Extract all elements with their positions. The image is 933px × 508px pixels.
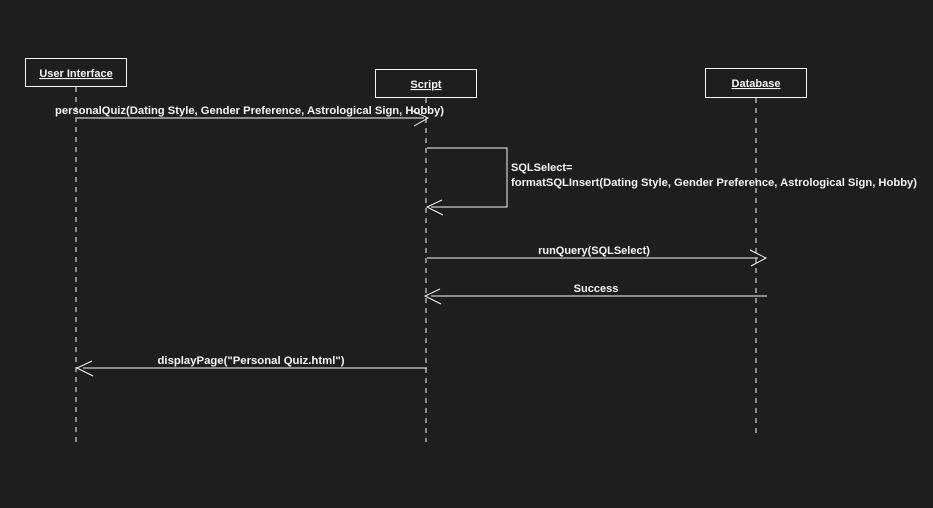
message-run-query: runQuery(SQLSelect) bbox=[427, 245, 768, 267]
message-success: Success bbox=[423, 283, 767, 305]
participant-box-database bbox=[705, 68, 807, 98]
participant-label-database: Database bbox=[732, 78, 781, 90]
arrowhead-left-icon bbox=[425, 199, 444, 216]
message-self-format-sql: SQLSelect= formatSQLInsert(Dating Style,… bbox=[425, 147, 917, 216]
message-display-page: displayPage("Personal Quiz.html") bbox=[75, 355, 427, 377]
participant-label-user-interface: User Interface bbox=[39, 68, 112, 80]
participant-box-script bbox=[375, 69, 477, 98]
participant-database: Database bbox=[705, 68, 807, 98]
message-label: personalQuiz(Dating Style, Gender Prefer… bbox=[55, 105, 444, 117]
message-label: Success bbox=[574, 283, 619, 295]
message-label: displayPage("Personal Quiz.html") bbox=[158, 355, 345, 367]
arrowhead-left-icon bbox=[423, 288, 442, 305]
participant-user-interface: User Interface bbox=[25, 58, 127, 87]
arrowhead-right-icon bbox=[412, 110, 430, 127]
participant-box-user-interface bbox=[25, 58, 127, 87]
self-message-loop bbox=[427, 147, 508, 208]
message-label-line2: formatSQLInsert(Dating Style, Gender Pre… bbox=[511, 177, 917, 189]
participant-label-script: Script bbox=[410, 79, 442, 91]
participant-script: Script bbox=[375, 69, 477, 98]
message-label-line1: SQLSelect= bbox=[511, 162, 572, 174]
arrowhead-right-icon bbox=[749, 249, 768, 267]
arrowhead-left-icon bbox=[75, 360, 94, 377]
message-personal-quiz: personalQuiz(Dating Style, Gender Prefer… bbox=[55, 105, 444, 127]
message-label: runQuery(SQLSelect) bbox=[538, 245, 650, 257]
